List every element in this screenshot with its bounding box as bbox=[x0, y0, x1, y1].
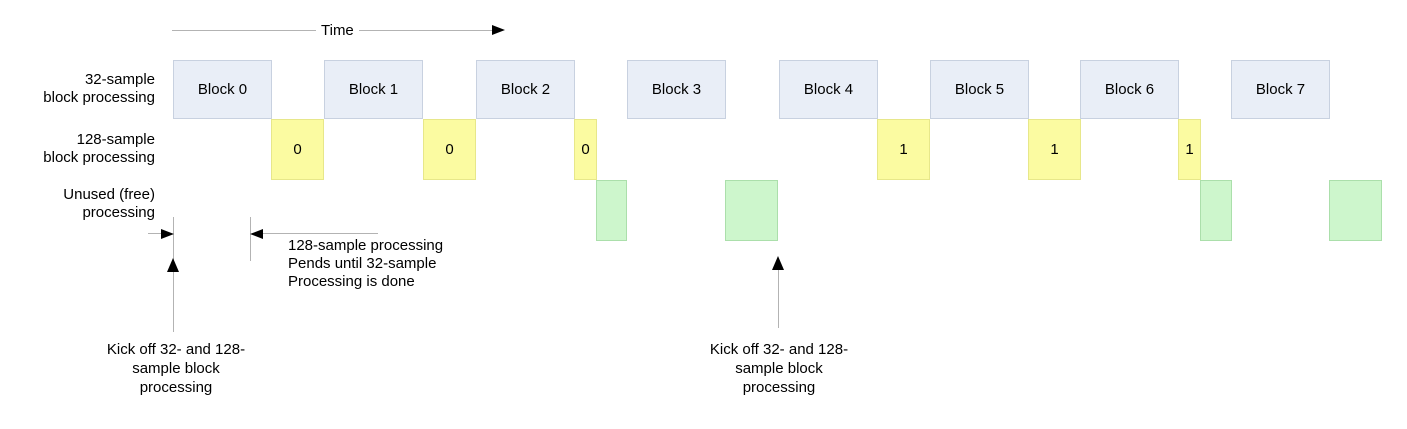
block-128-sample-1b: 1 bbox=[1028, 119, 1081, 180]
block-128-sample-0b: 0 bbox=[423, 119, 476, 180]
row-label-unused-free: Unused (free) processing bbox=[0, 186, 155, 222]
block-128-sample-0a: 0 bbox=[271, 119, 324, 180]
row-label-line: block processing bbox=[43, 89, 155, 106]
row-label-line: block processing bbox=[43, 149, 155, 166]
pend-dimension-right-arrowhead-icon bbox=[161, 229, 174, 239]
kickoff-right-note: Kick off 32- and 128- sample block proce… bbox=[698, 340, 860, 397]
free-processing-block-1 bbox=[725, 180, 778, 241]
time-axis-label: Time bbox=[316, 22, 359, 39]
kickoff-note-line: sample block bbox=[735, 360, 823, 377]
row-label-line: processing bbox=[82, 204, 155, 221]
block-32-sample-6: Block 6 bbox=[1080, 60, 1179, 119]
kickoff-left-up-arrowhead-icon bbox=[167, 258, 179, 272]
block-32-sample-1: Block 1 bbox=[324, 60, 423, 119]
block-128-sample-1a: 1 bbox=[877, 119, 930, 180]
pend-dimension-tick bbox=[250, 217, 251, 261]
kickoff-note-line: Kick off 32- and 128- bbox=[106, 341, 246, 358]
block-32-sample-4: Block 4 bbox=[779, 60, 878, 119]
block-32-sample-3: Block 3 bbox=[627, 60, 726, 119]
kickoff-note-line: Kick off 32- and 128- bbox=[709, 341, 849, 358]
block-32-sample-2: Block 2 bbox=[476, 60, 575, 119]
row-label-128-sample: 128-sample block processing bbox=[0, 131, 155, 167]
time-axis-arrowhead-icon bbox=[492, 25, 505, 35]
pend-note-line: Pends until 32-sample bbox=[288, 255, 437, 272]
free-processing-block-0 bbox=[596, 180, 627, 241]
pend-note: 128-sample processing Pends until 32-sam… bbox=[288, 237, 443, 291]
kickoff-right-up-arrowhead-icon bbox=[772, 256, 784, 270]
pend-note-line: 128-sample processing bbox=[288, 237, 444, 254]
row-label-line: 32-sample bbox=[84, 71, 155, 88]
block-32-sample-0: Block 0 bbox=[173, 60, 272, 119]
block-32-sample-7: Block 7 bbox=[1231, 60, 1330, 119]
kickoff-left-reference-line bbox=[173, 217, 174, 332]
row-label-line: Unused (free) bbox=[63, 186, 155, 203]
pend-dimension-left-arrowhead-icon bbox=[250, 229, 263, 239]
free-processing-block-2 bbox=[1200, 180, 1232, 241]
row-label-32-sample: 32-sample block processing bbox=[0, 71, 155, 107]
block-32-sample-5: Block 5 bbox=[930, 60, 1029, 119]
kickoff-note-line: sample block bbox=[132, 360, 220, 377]
kickoff-right-arrow-shaft bbox=[778, 270, 779, 328]
kickoff-left-note: Kick off 32- and 128- sample block proce… bbox=[95, 340, 257, 397]
block-128-sample-1c: 1 bbox=[1178, 119, 1201, 180]
row-label-line: 128-sample bbox=[76, 131, 155, 148]
free-processing-block-3 bbox=[1329, 180, 1382, 241]
kickoff-note-line: processing bbox=[742, 379, 816, 396]
pend-dimension-line-right bbox=[263, 233, 378, 234]
kickoff-note-line: processing bbox=[139, 379, 213, 396]
pend-dimension-line-left bbox=[148, 233, 162, 234]
pend-note-line: Processing is done bbox=[288, 273, 415, 290]
block-128-sample-0c: 0 bbox=[574, 119, 597, 180]
